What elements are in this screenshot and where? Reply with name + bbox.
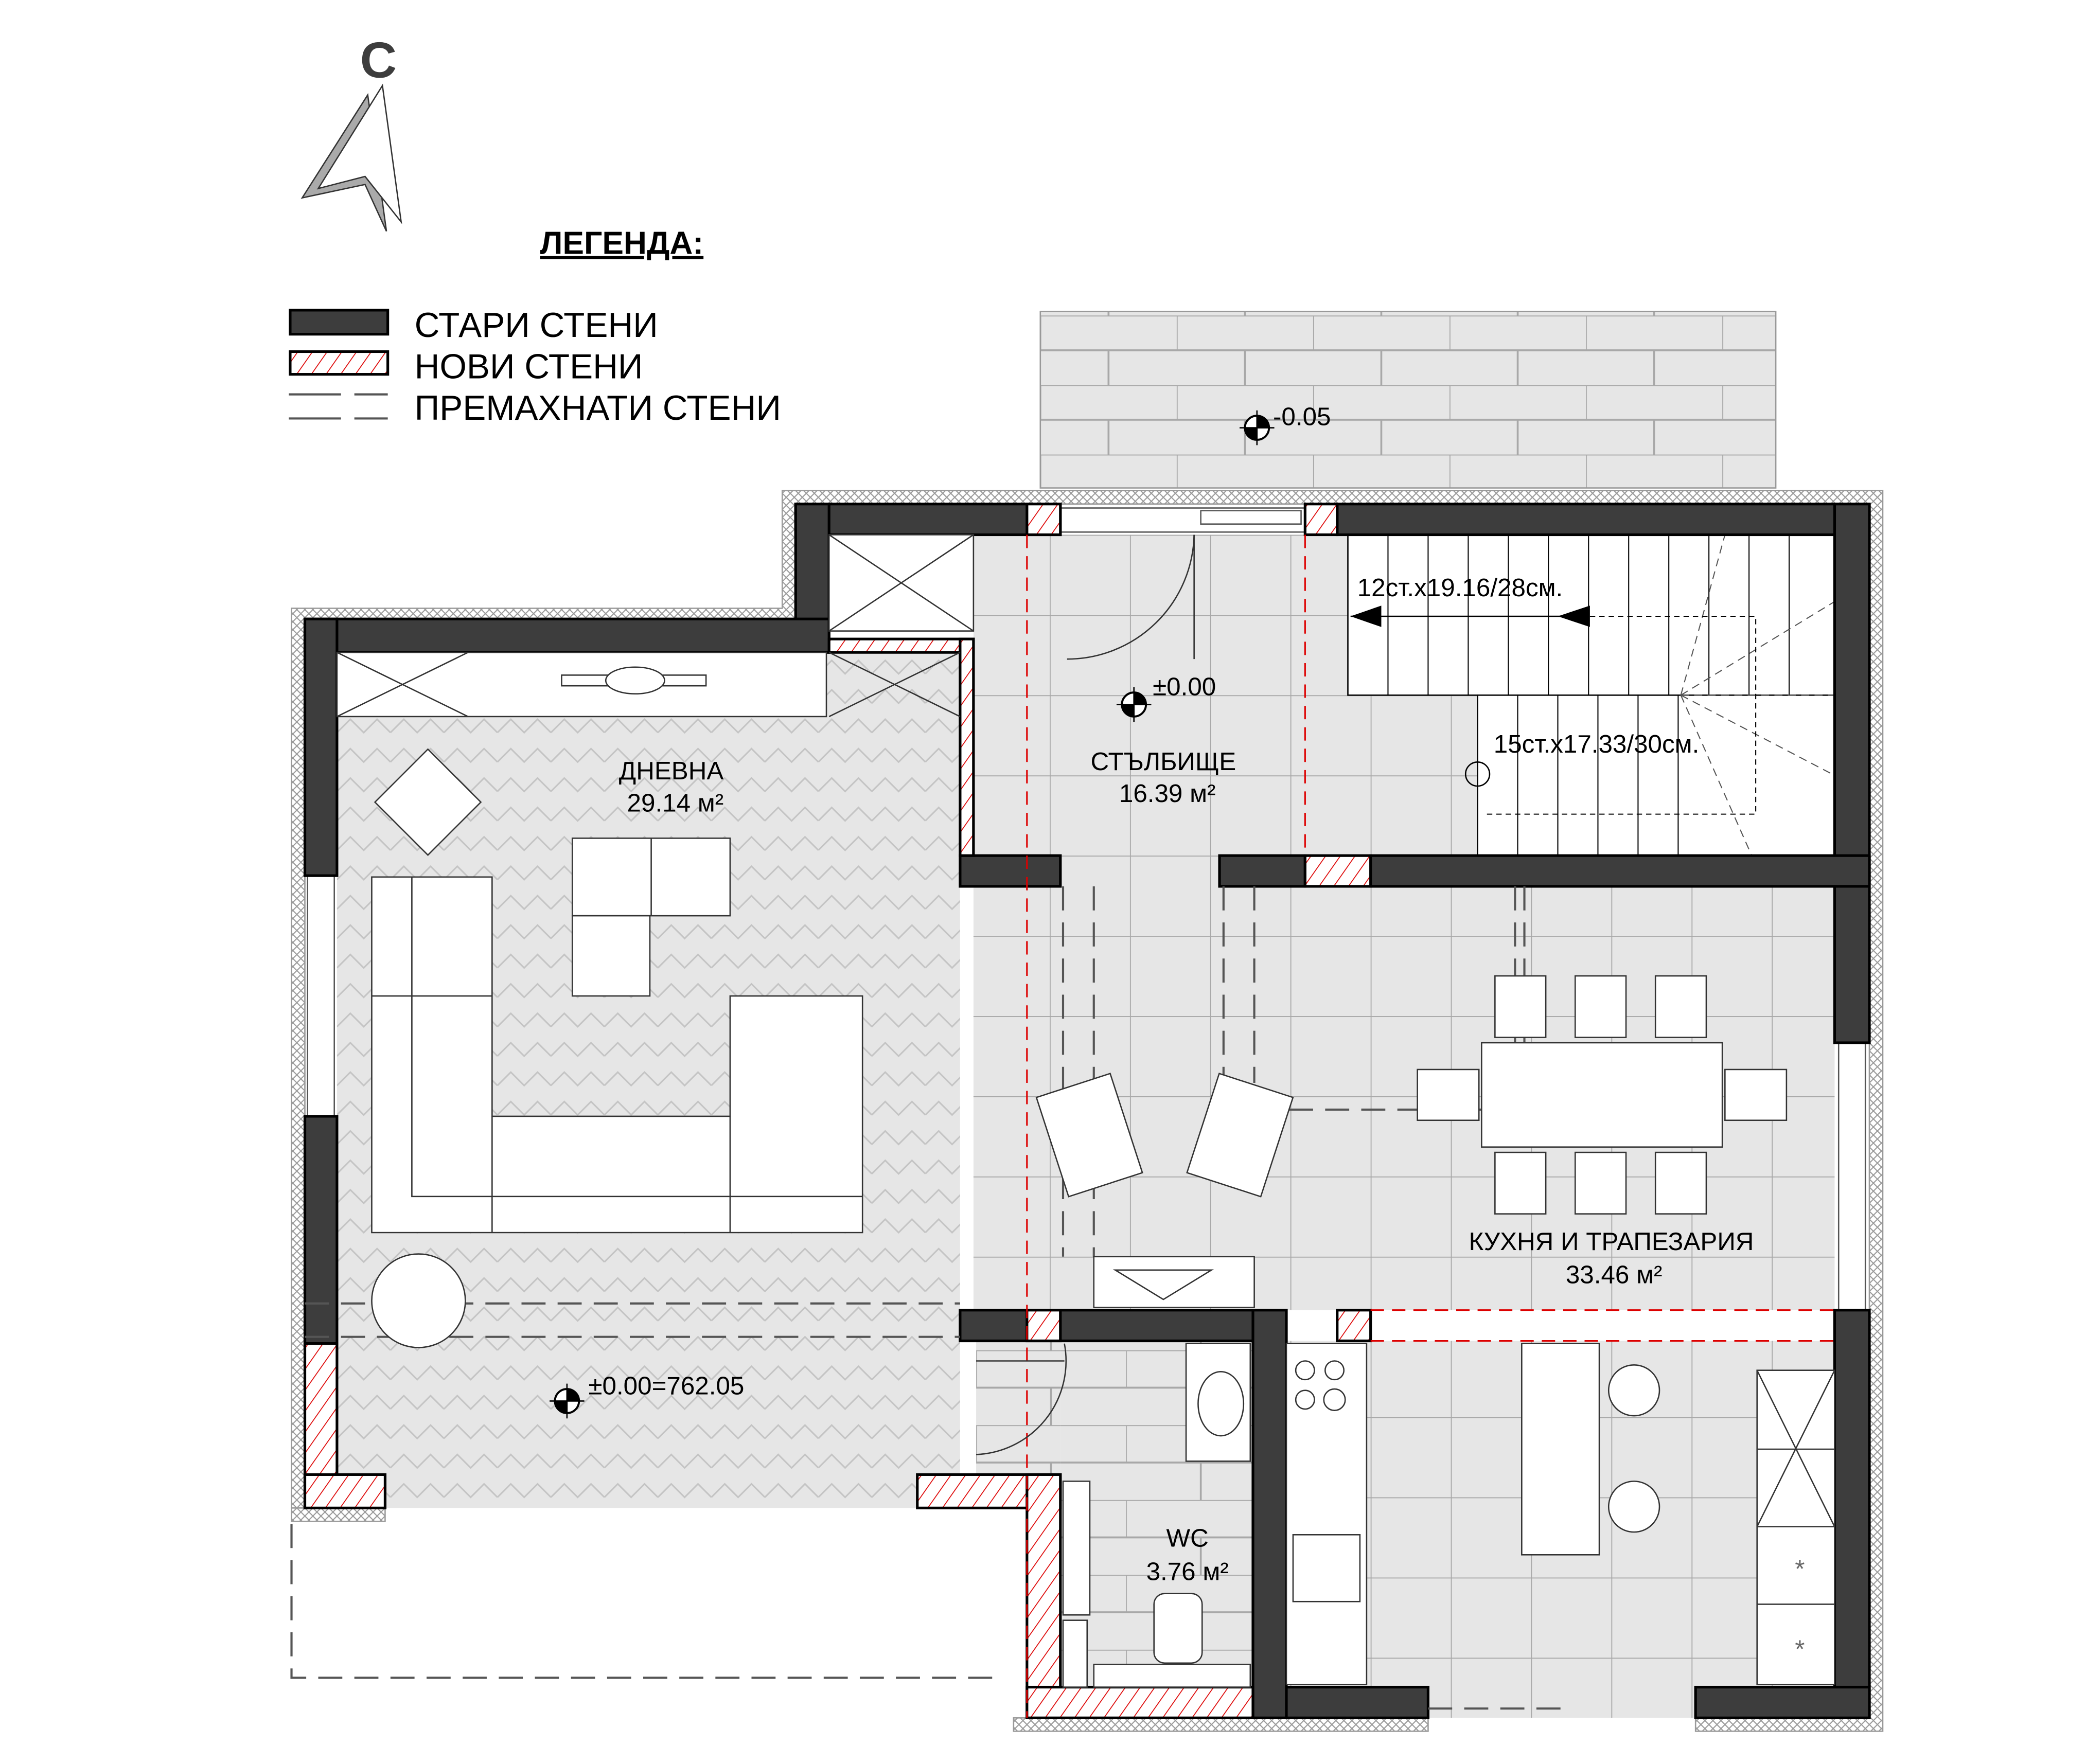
- room-area-wc: 3.76 м²: [1146, 1558, 1229, 1586]
- dining-chair: [1654, 1151, 1707, 1215]
- level-markers: -0.05 ±0.00 ±0.00=762.05: [550, 402, 1331, 1419]
- terrace: [1039, 311, 1777, 489]
- legend-swatch-new-walls: [289, 350, 390, 376]
- old-walls: [303, 503, 1871, 1719]
- new-wall: [827, 637, 975, 654]
- new-wall: [1303, 503, 1339, 537]
- room-name-living: ДНЕВНА: [619, 757, 724, 785]
- stair-level: ±0.00: [1153, 672, 1216, 701]
- room-labels: ДНЕВНА 29.14 м² СТЪЛБИЩЕ 16.39 м² КУХНЯ …: [619, 747, 1754, 1586]
- old-wall: [1336, 503, 1871, 537]
- old-wall: [1218, 854, 1306, 888]
- old-wall: [303, 617, 830, 654]
- level-marker-icon: [1240, 410, 1275, 446]
- north-arrow-icon: С: [300, 32, 402, 232]
- dining-chair: [1574, 975, 1627, 1038]
- old-wall: [1694, 1685, 1871, 1719]
- room-area-kitchen: 33.46 м²: [1566, 1261, 1663, 1289]
- legend-swatch-removed-walls: [289, 393, 388, 420]
- old-wall: [1833, 1309, 1871, 1719]
- windows: [307, 507, 1866, 1311]
- legend-label-old-walls: СТАРИ СТЕНИ: [415, 306, 658, 345]
- new-wall: [303, 1473, 387, 1509]
- dining-chair: [1574, 1151, 1627, 1215]
- old-wall: [794, 503, 1062, 537]
- legend-label-removed-walls: ПРЕМАХНАТИ СТЕНИ: [415, 389, 781, 427]
- new-wall: [959, 637, 975, 857]
- dining-chair: [1654, 975, 1707, 1038]
- legend-swatch-old-walls: [289, 309, 390, 336]
- new-wall: [1336, 1309, 1372, 1343]
- new-wall: [1026, 1473, 1062, 1719]
- legend-title: ЛЕГЕНДА:: [540, 226, 704, 261]
- new-walls: [303, 503, 1372, 1719]
- furniture: * *: [336, 534, 1835, 1688]
- room-area-staircase: 16.39 м²: [1119, 779, 1216, 808]
- dining-chair: [1724, 1068, 1788, 1121]
- old-wall: [303, 1115, 339, 1345]
- dining-chair: [1417, 1068, 1480, 1121]
- dining-chair: [1494, 975, 1547, 1038]
- room-name-staircase: СТЪЛБИЩЕ: [1091, 747, 1236, 776]
- lower-flight-label: 15ст.х17.33/30см.: [1494, 730, 1700, 758]
- new-wall: [1026, 1309, 1062, 1343]
- north-letter: С: [360, 32, 397, 88]
- old-wall: [959, 1309, 1288, 1343]
- new-wall: [1026, 503, 1062, 537]
- upper-flight-label: 12ст.х19.16/28см.: [1357, 574, 1563, 602]
- level-marker-icon: [1116, 687, 1152, 722]
- old-wall: [1251, 1309, 1288, 1719]
- room-name-wc: WC: [1166, 1524, 1209, 1553]
- staircase: 12ст.х19.16/28см. 15ст.х17.33/30см.: [1347, 534, 1835, 857]
- room-name-kitchen: КУХНЯ И ТРАПЕЗАРИЯ: [1469, 1227, 1754, 1256]
- terrace-level: -0.05: [1273, 402, 1331, 431]
- room-area-living: 29.14 м²: [627, 789, 724, 817]
- appliance-mark: *: [1795, 1555, 1805, 1583]
- dining-chair: [1494, 1151, 1547, 1215]
- old-wall: [959, 854, 1062, 888]
- old-wall: [1369, 854, 1871, 888]
- level-marker-icon: [550, 1383, 585, 1419]
- legend: ЛЕГЕНДА: СТАРИ СТЕНИ НОВИ СТЕНИ ПРЕМАХНА…: [289, 226, 781, 427]
- old-wall: [1833, 503, 1871, 1044]
- legend-label-new-walls: НОВИ СТЕНИ: [415, 347, 643, 386]
- appliance-mark: *: [1795, 1635, 1805, 1663]
- new-wall: [1303, 854, 1372, 888]
- living-level: ±0.00=762.05: [588, 1371, 744, 1400]
- old-wall: [303, 617, 339, 877]
- new-wall: [1026, 1685, 1254, 1719]
